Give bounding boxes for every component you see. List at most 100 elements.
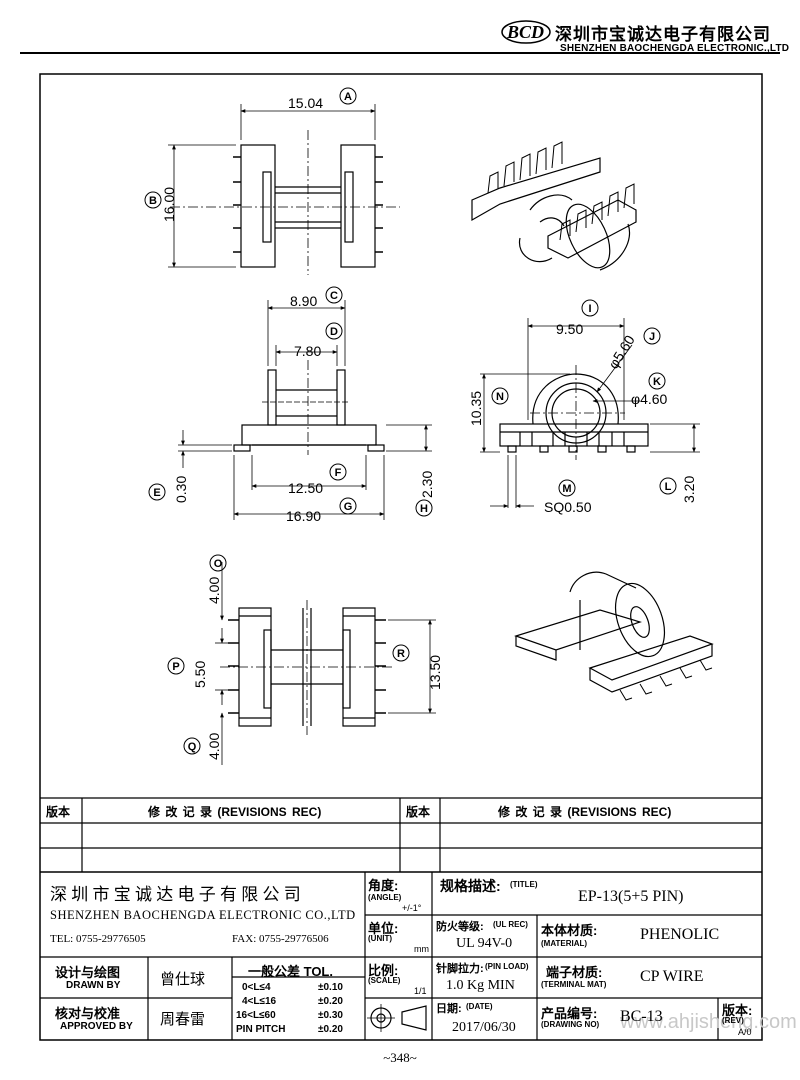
tb-angle-val: +/-1°	[402, 903, 422, 913]
svg-text:E: E	[153, 487, 160, 499]
tb-rev-cn: 版本:	[722, 1003, 753, 1018]
revision-version-header-2: 版本	[406, 805, 431, 819]
tb-angle-cn: 角度:	[368, 878, 399, 893]
tb-tol-val-2: ±0.30	[318, 1010, 343, 1021]
tb-pinload-cn: 针脚拉力:	[436, 963, 484, 975]
side-view	[480, 318, 700, 508]
tb-unit-cn: 单位:	[368, 921, 399, 936]
dim-Q-value: 4.00	[206, 733, 222, 760]
tb-flame-val: UL 94V-0	[456, 936, 513, 951]
watermark: www.ahjisheng.com	[619, 1011, 797, 1033]
tb-drawn-en: DRAWN BY	[66, 980, 121, 991]
tb-tel: TEL: 0755-29776505	[50, 933, 146, 945]
dim-K-value: φ4.60	[631, 391, 668, 407]
revision-record-header-2: 修 改 记 录 (REVISIONS REC)	[498, 805, 672, 819]
svg-text:A: A	[344, 91, 352, 103]
dim-J-value: φ5.60	[605, 332, 638, 371]
svg-text:N: N	[496, 391, 504, 403]
tag-O: O	[209, 554, 227, 572]
tag-C: C	[325, 286, 343, 304]
svg-text:G: G	[344, 501, 353, 513]
tb-terminal-en: (TERMINAL MAT)	[541, 980, 607, 989]
dim-E-value: 0.30	[173, 476, 189, 503]
dim-A-value: 15.04	[288, 95, 323, 111]
top-view	[168, 104, 400, 275]
tb-fax: FAX: 0755-29776506	[232, 933, 329, 945]
tag-A: A	[339, 87, 357, 105]
tb-approved-cn: 核对与校准	[55, 1006, 121, 1021]
svg-text:K: K	[653, 376, 661, 388]
svg-text:P: P	[172, 661, 179, 673]
svg-text:F: F	[335, 467, 342, 479]
dim-P-value: 5.50	[192, 661, 208, 688]
svg-text:Q: Q	[188, 741, 197, 753]
tag-Q: Q	[183, 737, 201, 755]
tb-angle-en: (ANGLE)	[368, 893, 402, 902]
tag-K: K	[648, 372, 666, 390]
dim-C-value: 8.90	[290, 293, 317, 309]
dim-D-value: 7.80	[294, 343, 321, 359]
tb-drawing-cn: 产品编号:	[541, 1006, 598, 1021]
projection-symbol-icon	[367, 1004, 427, 1032]
isometric-view-bottom	[514, 571, 714, 701]
title-block-grid	[40, 797, 762, 1040]
tb-drawn-val: 曾仕球	[160, 972, 206, 988]
dim-O-value: 4.00	[206, 577, 222, 604]
svg-text:H: H	[420, 503, 428, 515]
tb-tol-val-1: ±0.20	[318, 996, 343, 1007]
tag-G: G	[339, 497, 357, 515]
tb-scale-en: (SCALE)	[368, 976, 401, 985]
header-company-cn: 深圳市宝诚达电子有限公司	[555, 25, 771, 44]
tag-D: D	[325, 322, 343, 340]
tb-material-val: PHENOLIC	[640, 926, 720, 943]
tb-tol-range-0: 0<L≤4	[242, 982, 271, 993]
tb-drawn-cn: 设计与绘图	[55, 965, 121, 980]
tb-flame-en: (UL REC)	[493, 920, 528, 929]
tb-drawing-val: BC-13	[620, 1008, 663, 1025]
tb-company-cn: 深 圳 市 宝 诚 达 电 子 有 限 公 司	[50, 885, 301, 904]
dim-I-value: 9.50	[556, 321, 583, 337]
tb-approved-val: 周春雷	[160, 1012, 206, 1028]
svg-text:C: C	[330, 290, 338, 302]
logo-text: BCD	[506, 22, 544, 42]
tb-tol-title: 一般公差 TOL.	[248, 964, 333, 979]
svg-text:R: R	[397, 648, 405, 660]
tb-title-cn: 规格描述:	[440, 878, 501, 894]
tb-date-val: 2017/06/30	[452, 1020, 516, 1035]
tb-terminal-cn: 端子材质:	[546, 965, 603, 980]
bottom-view	[215, 562, 436, 765]
logo-mark: BCD	[501, 20, 551, 44]
tag-E: E	[148, 483, 166, 501]
dim-R-value: 13.50	[427, 655, 443, 690]
tb-unit-en: (UNIT)	[368, 934, 392, 943]
svg-text:I: I	[588, 303, 591, 315]
dim-M-value: SQ0.50	[544, 499, 592, 515]
tb-pinload-en: (PIN LOAD)	[485, 962, 529, 971]
tb-rev-en: (REV)	[722, 1016, 744, 1025]
svg-text:M: M	[562, 483, 571, 495]
revision-version-header-1: 版本	[46, 805, 71, 819]
tb-unit-val: mm	[414, 944, 429, 954]
company-logo: BCD	[500, 14, 552, 48]
svg-text:J: J	[649, 331, 655, 343]
tb-tol-val-0: ±0.10	[318, 982, 343, 993]
tb-scale-cn: 比例:	[368, 963, 399, 978]
tag-F: F	[329, 463, 347, 481]
tag-I: I	[581, 299, 599, 317]
tb-company-en: SHENZHEN BAOCHENGDA ELECTRONIC CO.,LTD	[50, 908, 356, 922]
svg-text:L: L	[665, 481, 672, 493]
tb-material-en: (MATERIAL)	[541, 939, 588, 948]
tb-approved-en: APPROVED BY	[60, 1021, 133, 1032]
tb-title-val: EP-13(5+5 PIN)	[578, 888, 684, 905]
front-view	[178, 300, 432, 520]
tag-R: R	[392, 644, 410, 662]
tag-N: N	[491, 387, 509, 405]
svg-text:B: B	[149, 195, 157, 207]
dim-L-value: 3.20	[681, 476, 697, 503]
tb-pinload-val: 1.0 Kg MIN	[446, 978, 515, 993]
tag-H: H	[415, 499, 433, 517]
tag-M: M	[558, 479, 576, 497]
svg-text:O: O	[214, 558, 223, 570]
tb-drawing-en: (DRAWING NO)	[541, 1020, 600, 1029]
